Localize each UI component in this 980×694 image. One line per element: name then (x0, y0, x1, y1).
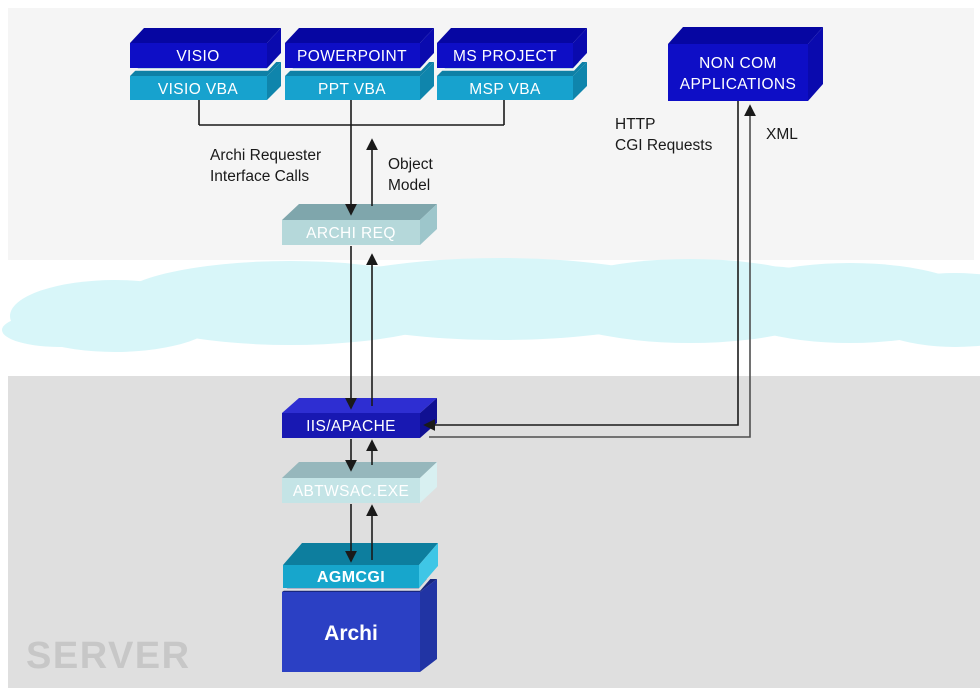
label-archi-requester-line2: Interface Calls (210, 168, 309, 185)
arrow-xml-to-noncom (429, 104, 756, 438)
box-ppt-vba-label: PPT VBA (318, 81, 386, 98)
box-visio-label: VISIO (176, 48, 219, 65)
box-archi: Archi (282, 579, 437, 672)
seam-msproject (437, 53, 589, 71)
box-non-com-label-line2: APPLICATIONS (680, 76, 797, 93)
network-cloud-icon (2, 258, 980, 352)
label-archi-requester-line1: Archi Requester (210, 147, 321, 164)
label-server: SERVER (26, 635, 191, 677)
box-iis-apache: IIS/APACHE (282, 398, 437, 438)
box-archi-req-label: ARCHI REQ (306, 225, 396, 242)
label-object-model-line1: Object (388, 156, 433, 173)
label-http-line2: CGI Requests (615, 137, 713, 154)
box-agmcgi-label: AGMCGI (317, 569, 385, 586)
box-non-com-label-line1: NON COM (699, 55, 777, 72)
seam-agmcgi (283, 566, 440, 591)
label-object-model-line2: Model (388, 177, 430, 194)
box-visio-vba-label: VISIO VBA (158, 81, 239, 98)
seam-visio (130, 53, 283, 71)
box-abtwsac: ABTWSAC.EXE (282, 462, 437, 503)
box-agmcgi: AGMCGI (283, 543, 438, 588)
box-non-com-applications: NON COM APPLICATIONS (668, 27, 823, 101)
box-iis-apache-label: IIS/APACHE (306, 418, 396, 435)
box-visio: VISIO (130, 28, 281, 68)
box-msproject: MS PROJECT (437, 28, 587, 68)
box-powerpoint: POWERPOINT (285, 28, 434, 68)
box-archi-label: Archi (324, 622, 378, 645)
arrow-http-cgi-to-iis (423, 101, 739, 431)
box-powerpoint-label: POWERPOINT (297, 48, 407, 65)
server-zone-panel (8, 376, 980, 688)
label-http-line1: HTTP (615, 116, 655, 133)
label-xml: XML (766, 126, 798, 143)
seam-powerpoint (285, 53, 436, 71)
box-abtwsac-label: ABTWSAC.EXE (293, 483, 409, 500)
box-msp-vba-label: MSP VBA (469, 81, 541, 98)
box-msproject-label: MS PROJECT (453, 48, 557, 65)
box-archi-req: ARCHI REQ (282, 204, 437, 245)
